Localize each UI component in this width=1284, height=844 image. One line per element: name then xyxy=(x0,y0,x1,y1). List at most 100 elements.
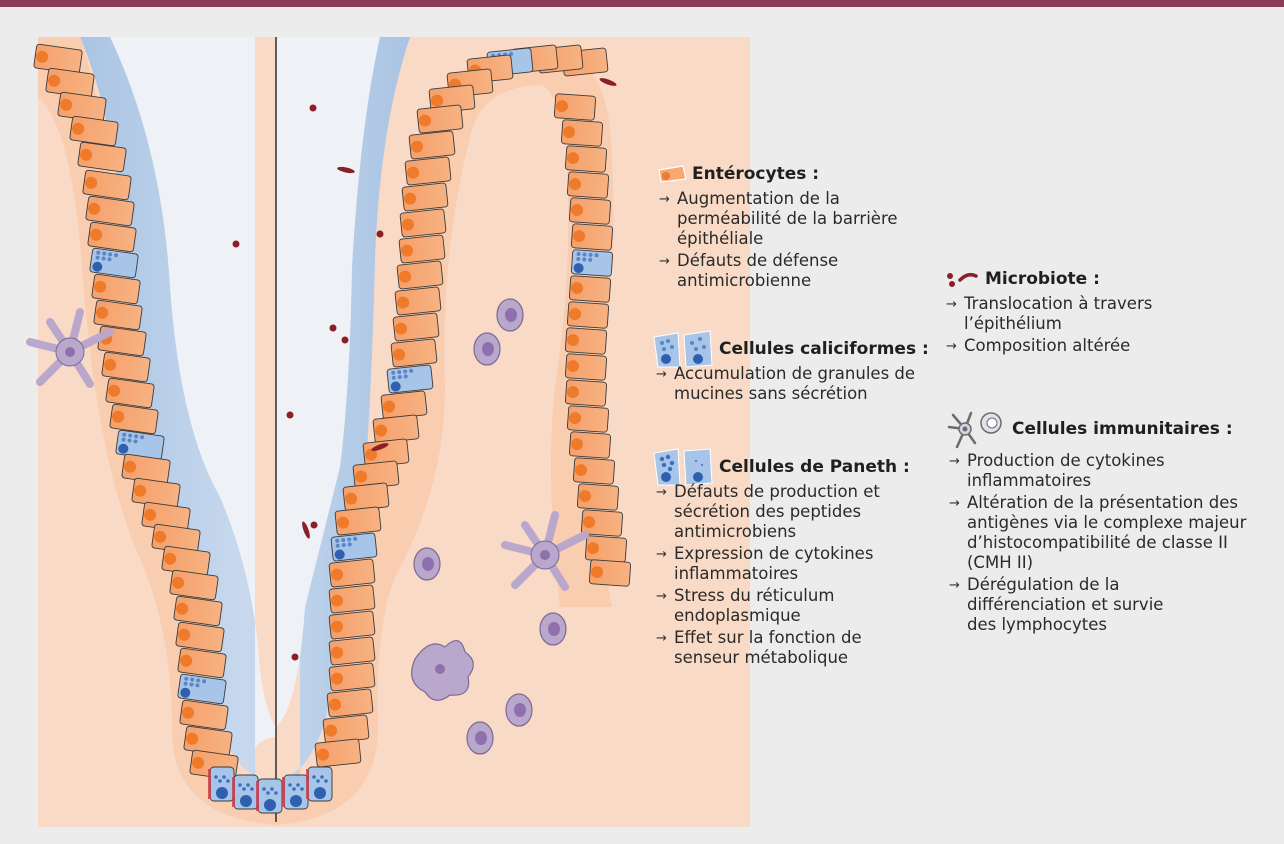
enterocyte-cell xyxy=(577,484,619,511)
enterocyte-cell xyxy=(567,172,609,199)
paneth-cell xyxy=(232,775,258,809)
bacterium xyxy=(342,337,349,344)
granule xyxy=(238,783,242,787)
red-edge xyxy=(256,781,259,811)
bacterium xyxy=(377,231,384,238)
legend-title-paneth: Cellules de Paneth : xyxy=(719,457,910,477)
legend-title-goblet: Cellules caliciformes : xyxy=(719,339,929,359)
enterocyte-cell xyxy=(391,339,437,367)
red-edge xyxy=(306,769,309,799)
paneth-cell xyxy=(256,779,282,813)
legend-goblet: Cellules caliciformes : Accumulation de … xyxy=(652,334,982,406)
red-edge xyxy=(232,777,235,807)
granule xyxy=(312,775,316,779)
lymphocyte-nucleus xyxy=(548,622,560,636)
granule xyxy=(250,787,254,791)
bacterium xyxy=(311,522,318,529)
bacteria-icon xyxy=(942,268,982,290)
granule xyxy=(320,775,324,779)
granule xyxy=(316,779,320,783)
paneth-cell xyxy=(208,767,234,801)
enterocyte-cell xyxy=(567,406,609,433)
goblet-cell xyxy=(331,533,377,561)
enterocyte-cell xyxy=(417,105,463,133)
legend-paneth: Cellules de Paneth : Défauts de producti… xyxy=(652,452,952,670)
legend-list-immune: Production de cytokines inflammatoires A… xyxy=(945,451,1265,635)
legend-immune: Cellules immunitaires : Production de cy… xyxy=(945,407,1265,637)
legend-title-immune: Cellules immunitaires : xyxy=(1012,419,1233,439)
legend-list-goblet: Accumulation de granules de mucines sans… xyxy=(652,364,982,404)
lymphocyte-nucleus xyxy=(514,703,526,717)
granule xyxy=(300,787,304,791)
enterocyte-cell xyxy=(323,715,369,743)
goblet-cell-icon xyxy=(652,329,716,369)
granule xyxy=(246,783,250,787)
paneth-cell-icon xyxy=(652,447,716,487)
enterocyte-cell xyxy=(565,354,607,381)
granule xyxy=(222,775,226,779)
legend-item: Accumulation de granules de mucines sans… xyxy=(652,364,934,404)
enterocyte-cell xyxy=(343,483,389,511)
nucleus xyxy=(290,795,302,807)
nucleus xyxy=(65,347,75,357)
legend-item: Composition altérée xyxy=(942,336,1242,356)
granule xyxy=(292,787,296,791)
enterocyte-cell xyxy=(400,209,446,237)
enterocyte-cell xyxy=(567,302,609,329)
enterocyte-cell xyxy=(402,183,448,211)
enterocyte-cell xyxy=(399,235,445,263)
enterocyte-cell xyxy=(565,328,607,355)
bacterium xyxy=(233,241,240,248)
enterocyte-cell xyxy=(565,146,607,173)
paneth-cell xyxy=(282,775,308,809)
enterocyte-cell xyxy=(327,689,373,717)
enterocyte-cell xyxy=(393,313,439,341)
enterocyte-cell xyxy=(335,507,381,535)
enterocyte-cell xyxy=(405,157,451,185)
enterocyte-cell xyxy=(395,287,441,315)
enterocyte-cell xyxy=(397,261,443,289)
legend-item: Production de cytokines inflammatoires xyxy=(945,451,1217,491)
enterocyte-cell xyxy=(381,391,427,419)
granule xyxy=(226,779,230,783)
nucleus xyxy=(540,550,550,560)
enterocyte-cell xyxy=(589,560,631,587)
legend-list-paneth: Défauts de production et sécrétion des p… xyxy=(652,482,952,668)
nucleus xyxy=(314,787,326,799)
enterocyte-cell xyxy=(585,536,627,563)
enterocyte-cell xyxy=(569,432,611,459)
enterocyte-cell xyxy=(329,637,375,665)
nucleus xyxy=(240,795,252,807)
enterocyte-cell xyxy=(329,559,375,587)
paneth-cell xyxy=(306,767,332,801)
enterocyte-cell xyxy=(569,276,611,303)
bacterium xyxy=(287,412,294,419)
macrophage-nucleus xyxy=(435,664,445,674)
legend-title-microbiota: Microbiote : xyxy=(985,269,1100,289)
legend-enterocytes: Entérocytes : Augmentation de la perméab… xyxy=(655,159,955,293)
figure-panel: Entérocytes : Augmentation de la perméab… xyxy=(0,7,1284,844)
granule xyxy=(296,783,300,787)
enterocyte-icon xyxy=(655,164,689,184)
nucleus xyxy=(216,787,228,799)
red-edge xyxy=(282,777,285,807)
enterocyte-cell xyxy=(573,458,615,485)
enterocyte-cell xyxy=(315,739,361,767)
granule xyxy=(242,787,246,791)
granule xyxy=(324,779,328,783)
lymphocyte-nucleus xyxy=(505,308,517,322)
legend-title-enterocytes: Entérocytes : xyxy=(692,164,819,184)
lymphocyte-nucleus xyxy=(422,557,434,571)
enterocyte-cell xyxy=(409,131,455,159)
granule xyxy=(262,787,266,791)
goblet-cell xyxy=(387,365,433,393)
lymphocyte-nucleus xyxy=(475,731,487,745)
granule xyxy=(218,779,222,783)
legend-item: Expression de cytokines inflammatoires xyxy=(652,544,914,584)
enterocyte-cell xyxy=(329,663,375,691)
red-edge xyxy=(208,769,211,799)
legend-item: Défauts de production et sécrétion des p… xyxy=(652,482,914,542)
legend-microbiota: Microbiote : Translocation à travers l’é… xyxy=(942,264,1242,358)
legend-list-enterocytes: Augmentation de la perméabilité de la ba… xyxy=(655,189,955,291)
granule xyxy=(288,783,292,787)
